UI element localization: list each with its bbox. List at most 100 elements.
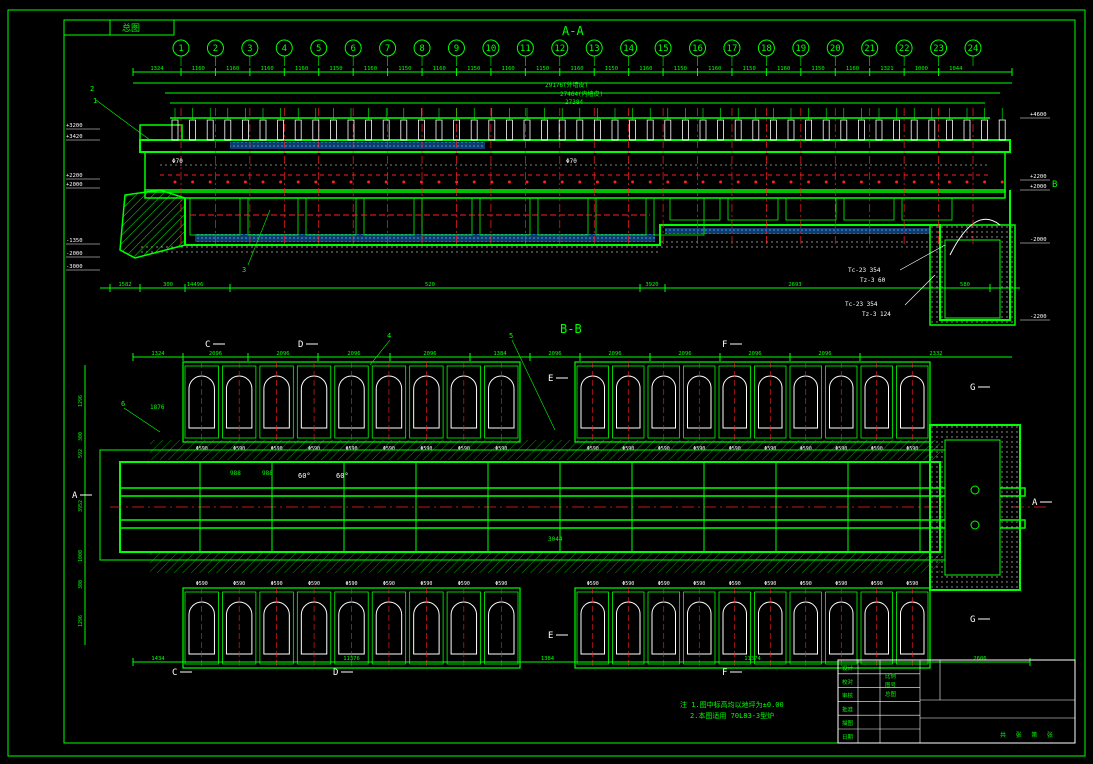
dim-value: 1160 — [708, 66, 721, 72]
pot-outline — [375, 601, 403, 655]
pot-outline — [375, 375, 403, 429]
dim-value: 11376 — [343, 656, 360, 662]
pipe-label: Φ590 — [308, 581, 320, 587]
axis-number: 7 — [385, 44, 390, 54]
pot-outline — [225, 375, 253, 429]
dim-value: 1000 — [915, 66, 928, 72]
dim-value: 2693 — [788, 282, 801, 288]
section-mark: E — [548, 631, 553, 641]
dim-value: 1321 — [880, 66, 893, 72]
heating-chamber — [144, 151, 1006, 193]
dim-value: 1160 — [192, 66, 205, 72]
tb-row-label: 设计 — [842, 664, 854, 672]
aa-note-tc2: Tc-23 354 — [845, 301, 878, 308]
axis-number: 14 — [623, 44, 634, 54]
inner-frame — [63, 19, 1076, 744]
pot-outline — [300, 601, 328, 655]
axis-number: 21 — [864, 44, 875, 54]
pipe-label: Φ590 — [196, 581, 208, 587]
dim-value: 1150 — [743, 66, 756, 72]
dim-value: 14496 — [187, 282, 204, 288]
pot-outline — [687, 375, 712, 429]
pot-outline — [413, 601, 440, 655]
pot-outline — [263, 375, 290, 429]
dim-value: 2096 — [423, 351, 436, 357]
dim-value: 2332 — [929, 351, 942, 357]
ground-fill — [140, 245, 660, 255]
level-mark: +2000 — [1030, 184, 1047, 190]
dim-value: 1160 — [846, 66, 859, 72]
floor-slab-upper — [144, 189, 1006, 199]
dim-value: 1150 — [811, 66, 824, 72]
axis-number: 20 — [830, 44, 841, 54]
dim-value: 1000 — [78, 550, 84, 562]
flue-wall-top — [150, 440, 940, 460]
dim-value: 11374 — [744, 656, 761, 662]
pot-outline — [263, 601, 290, 655]
bb-callout-4: 4 — [387, 332, 391, 340]
dim-value: 300 — [163, 282, 173, 288]
dim-value: 2096 — [548, 351, 561, 357]
section-mark: C — [205, 340, 210, 350]
section-mark: D — [298, 340, 303, 350]
section-mark: A — [72, 491, 78, 501]
pot-outline — [829, 601, 854, 655]
total-dim-3: 27384 — [565, 99, 583, 106]
right-pit-inner — [944, 239, 1001, 319]
ground-fill-right — [660, 240, 930, 248]
axis-number: 1 — [178, 44, 183, 54]
pot-outline — [900, 375, 925, 429]
level-mark: +3420 — [66, 134, 83, 140]
axis-number: 3 — [247, 44, 252, 54]
axis-number: 10 — [485, 44, 496, 54]
pot-outline — [793, 601, 818, 655]
pot-outline — [829, 375, 854, 429]
dim-value: 1324 — [151, 351, 165, 357]
dim-value: 1160 — [364, 66, 377, 72]
pipe-label: Φ590 — [871, 581, 883, 587]
pot-outline — [900, 601, 925, 655]
pipe-label: Φ590 — [271, 581, 283, 587]
pot-outline — [864, 375, 889, 429]
total-dim-1: 29176(外墙皮) — [545, 81, 588, 89]
pot-outline — [580, 375, 605, 429]
dim-value: 3952 — [78, 500, 84, 512]
dim-value: 1160 — [639, 66, 652, 72]
pot-outline — [722, 601, 747, 655]
dim-value: 592 — [78, 449, 84, 458]
pot-outline — [651, 601, 676, 655]
dim-value: 300 — [78, 580, 84, 589]
pot-outline — [616, 375, 641, 429]
dim-value: 2096 — [818, 351, 831, 357]
pipe-label: Φ590 — [495, 581, 507, 587]
dim-value: 1150 — [398, 66, 411, 72]
level-mark: +2000 — [66, 182, 83, 188]
level-mark: -2000 — [66, 251, 83, 257]
dim-value: 1150 — [674, 66, 687, 72]
pot-outline — [758, 375, 783, 429]
axis-number: 12 — [554, 44, 565, 54]
dim-value: 1296 — [78, 395, 84, 407]
pipe-label: Φ590 — [835, 581, 847, 587]
tb-row-label: 日期 — [842, 734, 854, 741]
pot-outline — [225, 601, 253, 655]
dim-value: 1384 — [493, 351, 507, 357]
pot-outline — [864, 601, 889, 655]
level-mark: -2000 — [1030, 237, 1047, 243]
dim-value: 2096 — [608, 351, 621, 357]
bb-callout-6: 6 — [121, 400, 125, 408]
dim-value: 1384 — [541, 656, 555, 662]
tb-row-label: 批准 — [842, 705, 854, 713]
pot-outline — [488, 601, 515, 655]
axis-number: 24 — [968, 44, 979, 54]
pipe-label: Φ590 — [420, 581, 432, 587]
axis-number: 5 — [316, 44, 321, 54]
dim-value: 1160 — [502, 66, 515, 72]
dim-value: 580 — [960, 282, 970, 288]
aa-note-phi70-a: Φ70 — [172, 158, 183, 165]
level-mark: +4600 — [1030, 112, 1047, 118]
tb-row-label: 审核 — [842, 692, 854, 700]
pot-outline — [616, 601, 641, 655]
